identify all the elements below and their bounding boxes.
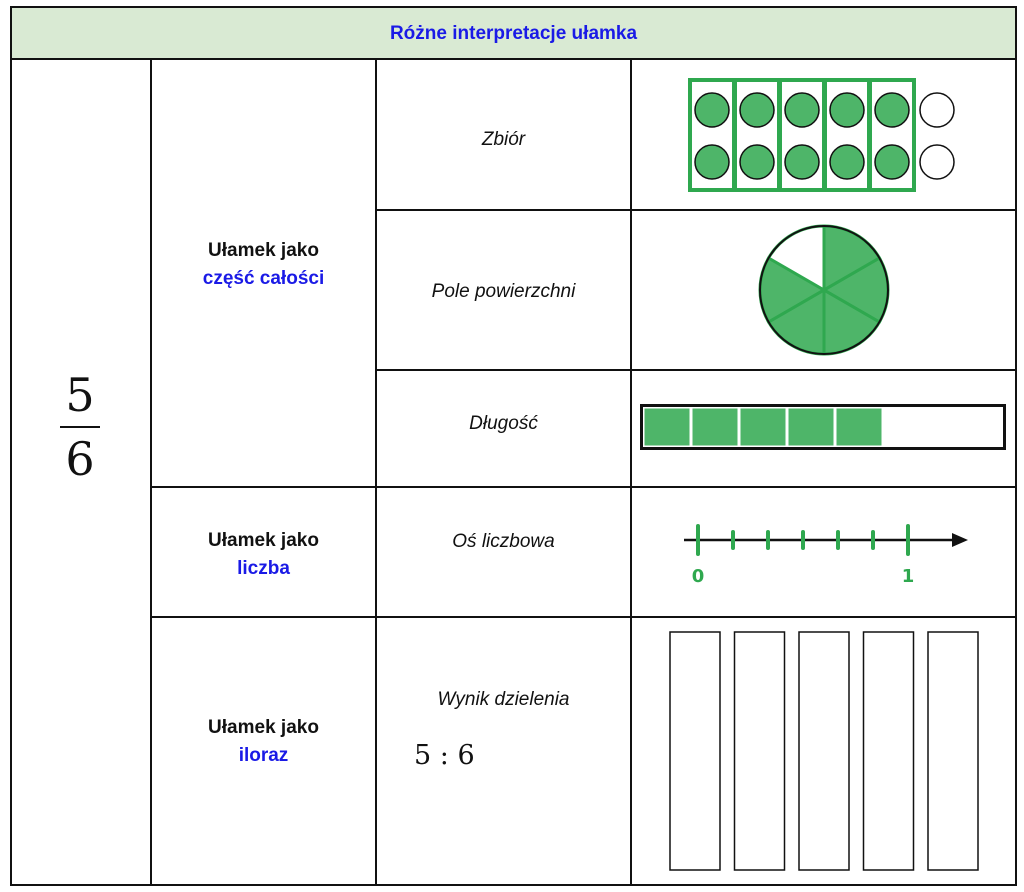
number-line-drawing: 0 1 [684, 524, 968, 587]
set-element-shaded [874, 92, 910, 128]
category-part-of-whole: Ułamek jako część całości [152, 230, 375, 300]
category-highlight: iloraz [238, 745, 289, 766]
division-expression: 5 : 6 [414, 740, 475, 771]
set-element-shaded [784, 92, 820, 128]
number-line-start-label: 0 [692, 566, 705, 587]
col-divider-3 [630, 58, 632, 886]
row-divider-czesc [150, 486, 1017, 488]
set-group-box [868, 78, 916, 192]
col-divider-1 [150, 58, 152, 886]
length-part-shaded [737, 405, 789, 449]
set-element-shaded [739, 92, 775, 128]
set-model-drawing [688, 78, 955, 192]
quotient-bar [927, 631, 979, 871]
number-line-arrowhead [952, 533, 968, 547]
col-divider-2 [375, 58, 377, 886]
row-divider-zbior [375, 209, 1017, 211]
category-prefix: Ułamek jako [208, 717, 319, 738]
quotient-bar [733, 631, 786, 871]
fraction-numerator: 5 [65, 368, 95, 422]
set-element-shaded [829, 144, 865, 180]
length-part-shaded [641, 405, 693, 449]
interpretation-number-line: Oś liczbowa [452, 531, 555, 552]
set-element-empty [919, 144, 955, 180]
fraction-five-sixths: 5 6 [56, 368, 104, 486]
length-model-drawing [640, 404, 1006, 450]
set-element-empty [919, 92, 955, 128]
interpretation-set: Zbiór [481, 129, 526, 150]
quotient-bar [669, 631, 721, 871]
quotient-model-drawing [669, 631, 979, 871]
length-bar-outline [640, 404, 1006, 450]
number-line-end-label: 1 [902, 566, 915, 587]
set-element-shaded [784, 144, 820, 180]
length-part-shaded [833, 405, 885, 449]
interpretation-area: Pole powierzchni [431, 281, 576, 302]
length-part-shaded [785, 405, 837, 449]
set-element-shaded [874, 144, 910, 180]
row-divider-liczba [150, 616, 1017, 618]
interpretation-length: Długość [469, 413, 538, 434]
title-divider [10, 58, 1017, 60]
row-divider-pole [375, 369, 1017, 371]
quotient-bar [798, 631, 850, 871]
set-element-shaded [694, 144, 730, 180]
table-title: Różne interpretacje ułamka [12, 8, 1015, 59]
set-element-shaded [739, 144, 775, 180]
category-highlight: część całości [202, 268, 325, 289]
length-part-shaded [689, 405, 741, 449]
set-element-shaded [829, 92, 865, 128]
table-frame [10, 6, 1017, 886]
quotient-bar [862, 631, 915, 871]
pie-outline [759, 225, 889, 355]
category-highlight: liczba [237, 558, 290, 579]
area-model-drawing [758, 224, 890, 356]
fraction-denominator: 6 [65, 432, 95, 486]
interpretation-division-result: Wynik dzielenia [437, 689, 570, 710]
category-prefix: Ułamek jako [208, 240, 319, 261]
set-element-shaded [694, 92, 730, 128]
category-number: Ułamek jako liczba [152, 520, 375, 590]
category-quotient: Ułamek jako iloraz [152, 707, 375, 777]
category-prefix: Ułamek jako [208, 530, 319, 551]
fraction-bar [60, 426, 100, 428]
